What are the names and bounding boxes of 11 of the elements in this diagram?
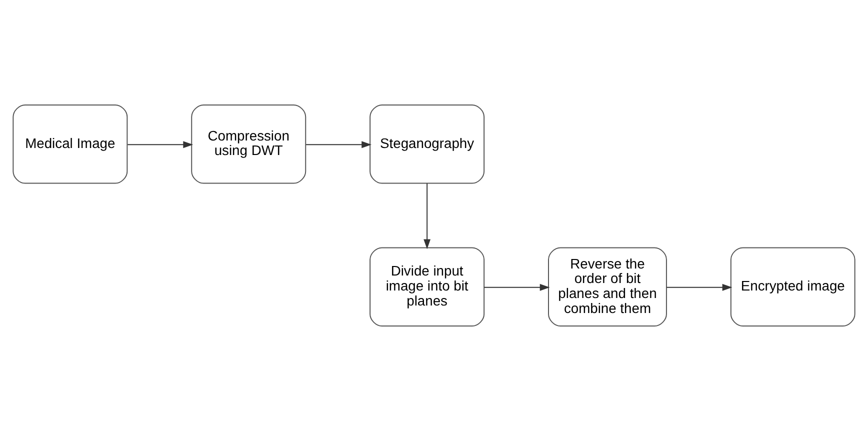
node-box: Steganography: [370, 104, 485, 184]
arrow: [484, 284, 550, 291]
node-box: Divide input image into bit planes: [370, 247, 485, 327]
arrow: [424, 183, 431, 250]
arrow: [666, 284, 732, 291]
arrow: [127, 141, 194, 148]
node-box: Compression using DWT: [191, 104, 306, 184]
node-box: Encrypted image: [730, 247, 856, 327]
node-box: Reverse the order of bit planes and then combine them: [548, 247, 667, 327]
arrow: [306, 141, 372, 148]
node-box: Medical Image: [12, 104, 128, 184]
